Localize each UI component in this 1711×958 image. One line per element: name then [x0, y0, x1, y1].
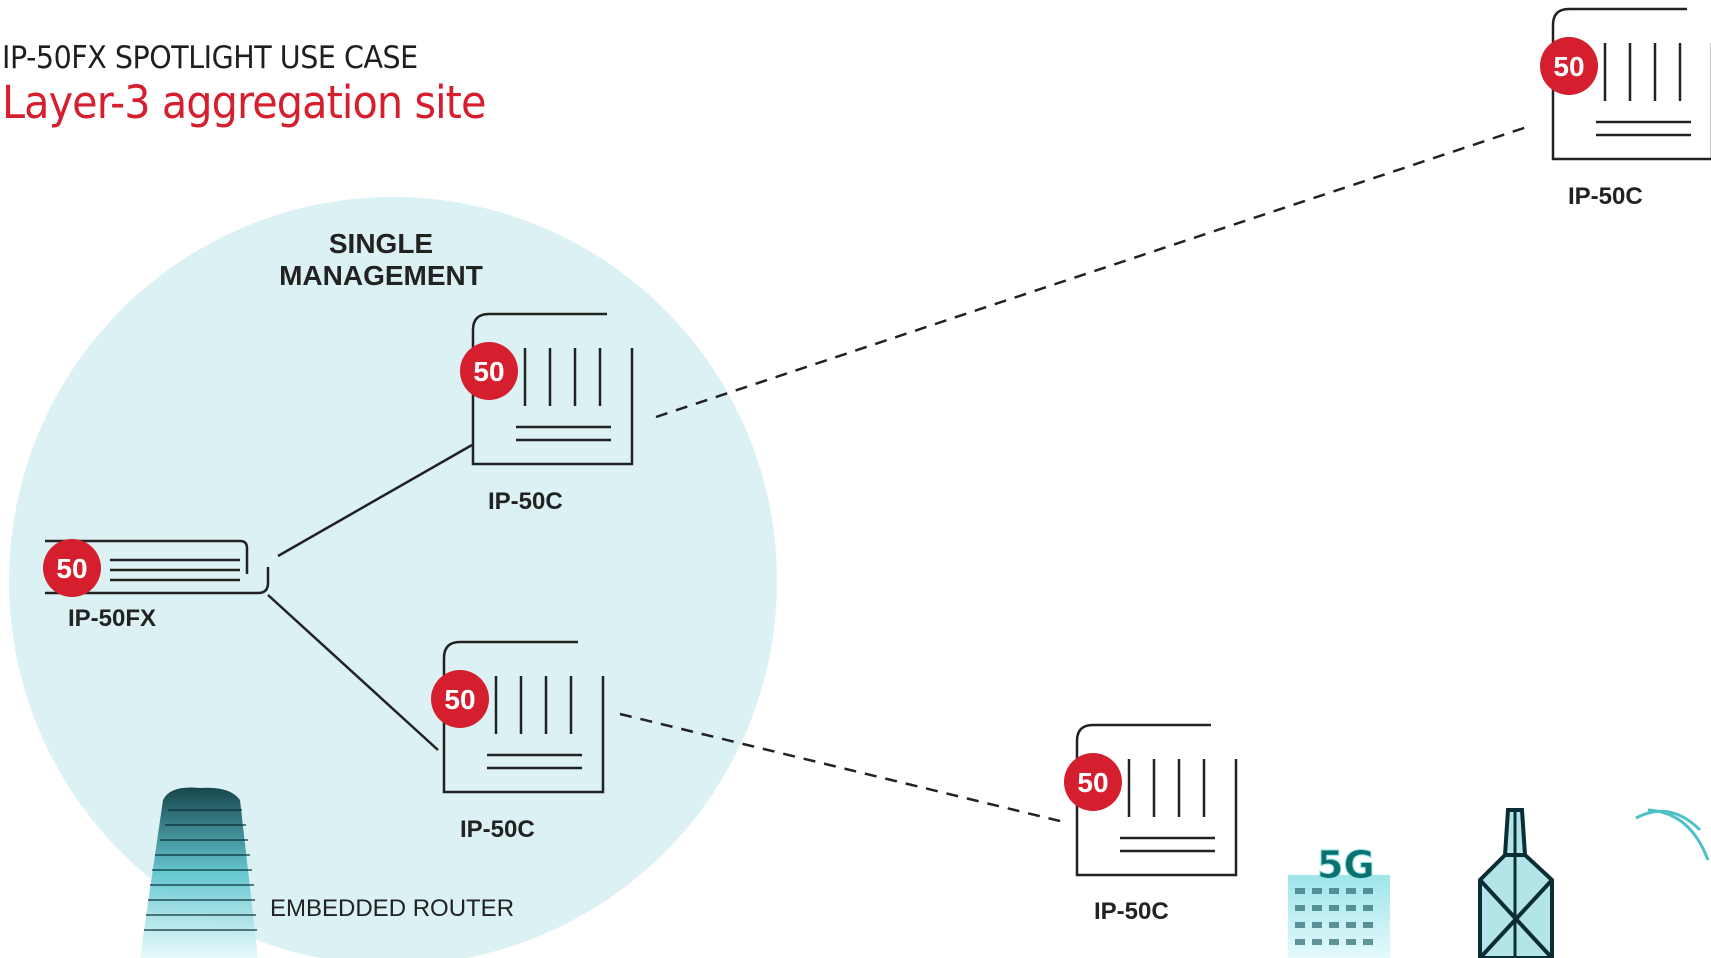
link-top-to-farright [655, 124, 1531, 419]
ip50c-far-right-label: IP-50C [1568, 183, 1643, 210]
ip50fx-badge-text: 50 [56, 553, 87, 584]
tower-building-left [140, 787, 258, 958]
ip50c-bottom-inner-badge-text: 50 [444, 684, 475, 715]
link-bottom-to-bottomright [619, 712, 1069, 825]
ip50fx-badge [43, 539, 101, 597]
ip50c-far-right-badge-text: 50 [1553, 51, 1584, 82]
building-5g: 5G [1288, 843, 1390, 958]
ip50c-bottom-right-device: 50 [1064, 723, 1238, 877]
ip50fx-device: 50 [43, 539, 270, 597]
link-fx-to-bottom [267, 594, 439, 751]
ip50c-top-inner-badge-text: 50 [473, 356, 504, 387]
ip50c-top-inner-label: IP-50C [488, 488, 563, 515]
ip50c-bottom-inner-label: IP-50C [460, 816, 535, 843]
ip50c-bottom-inner-device: 50 [431, 640, 605, 794]
ip50fx-label: IP-50FX [68, 605, 157, 632]
building-tower-right [1478, 808, 1554, 958]
link-fx-to-top [277, 443, 473, 558]
decor-swirl [1635, 808, 1710, 861]
ip50c-bottom-right-label: IP-50C [1094, 898, 1169, 925]
ip50c-bottom-right-badge-text: 50 [1077, 767, 1108, 798]
ip50c-bottom-right-badge [1064, 753, 1122, 811]
management-zone [9, 197, 777, 958]
page-title: IP-50FX SPOTLIGHT USE CASE [2, 40, 418, 76]
ip50c-far-right-badge [1540, 37, 1598, 95]
ip50c-bottom-inner-badge [431, 670, 489, 728]
ip50c-top-inner-device: 50 [460, 312, 634, 466]
ip50c-top-inner-badge [460, 342, 518, 400]
building-5g-text: 5G [1317, 843, 1375, 887]
page-subtitle: Layer-3 aggregation site [2, 76, 486, 129]
embedded-router-label: EMBEDDED ROUTER [270, 895, 515, 922]
ip50c-far-right-device: 50 [1540, 7, 1711, 161]
